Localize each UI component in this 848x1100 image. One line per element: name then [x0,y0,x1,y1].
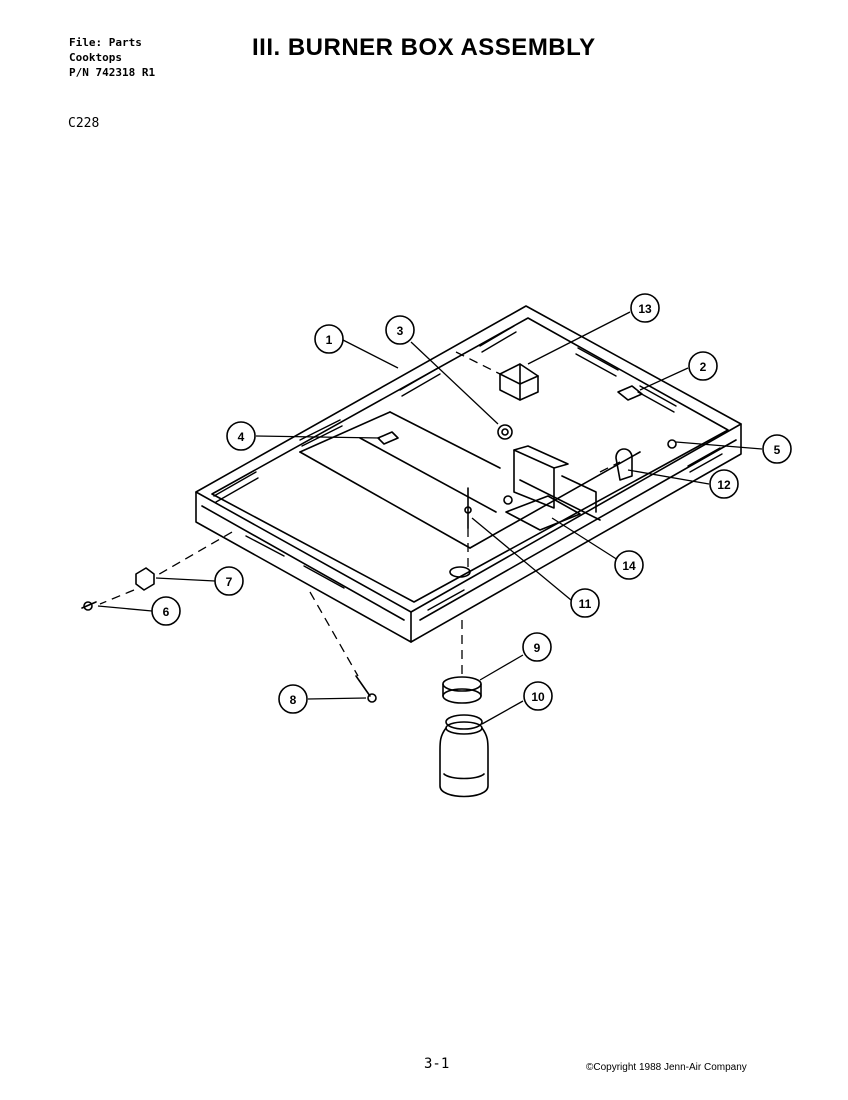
assembly-lines [99,351,621,677]
callout-1: 1 [314,324,344,354]
part-number-line: P/N 742318 R1 [69,66,156,79]
callout-label: 14 [622,559,636,573]
part-5-nut [667,439,677,449]
callout-label: 2 [700,360,707,374]
callout-label: 4 [238,430,245,444]
callout-8: 8 [278,684,308,714]
callout-label: 13 [638,302,652,316]
category-line: Cooktops [69,51,122,64]
callout-label: 9 [534,641,541,655]
callout-label: 7 [226,575,233,589]
callout-7: 7 [214,566,244,596]
rim-slots [213,325,723,611]
callout-label: 3 [397,324,404,338]
part-14-baffle [505,445,597,531]
part-8-screw [355,675,371,697]
callout-3: 3 [385,315,415,345]
part-2-clip [617,385,643,401]
callout-11: 11 [570,588,600,618]
page-title: III. BURNER BOX ASSEMBLY [252,34,596,61]
part-10-drip-jar [439,714,489,798]
callout-12: 12 [709,469,739,499]
part-4-screw [377,431,399,445]
part-3-grommet [497,424,513,440]
callouts: 1 2 3 4 5 6 7 8 9 10 11 12 13 14 [151,293,792,714]
leader-lines [97,311,763,725]
part-7-bracket [135,567,155,591]
callout-label: 11 [579,597,592,611]
callout-label: 5 [774,443,781,457]
callout-10: 10 [523,681,553,711]
callout-label: 10 [531,690,545,704]
callout-label: 1 [326,333,333,347]
copyright-notice: ©Copyright 1988 Jenn-Air Company [586,1062,747,1073]
callout-5: 5 [762,434,792,464]
burner-box-tray [195,305,742,643]
part-13-bracket [499,363,539,401]
file-line: File: Parts [69,36,142,49]
callout-9: 9 [522,632,552,662]
part-9-jar-lid [442,676,482,704]
callout-label: 6 [163,605,170,619]
callout-label: 12 [717,478,731,492]
page-number: 3-1 [424,1056,450,1072]
callout-14: 14 [614,550,644,580]
callout-label: 8 [290,693,297,707]
file-header: File: Parts Cooktops P/N 742318 R1 [69,35,155,80]
callout-4: 4 [226,421,256,451]
callout-13: 13 [630,293,660,323]
callout-6: 6 [151,596,181,626]
part-12-igniter-bracket [615,448,633,481]
model-code: C228 [68,116,100,131]
callout-2: 2 [688,351,718,381]
